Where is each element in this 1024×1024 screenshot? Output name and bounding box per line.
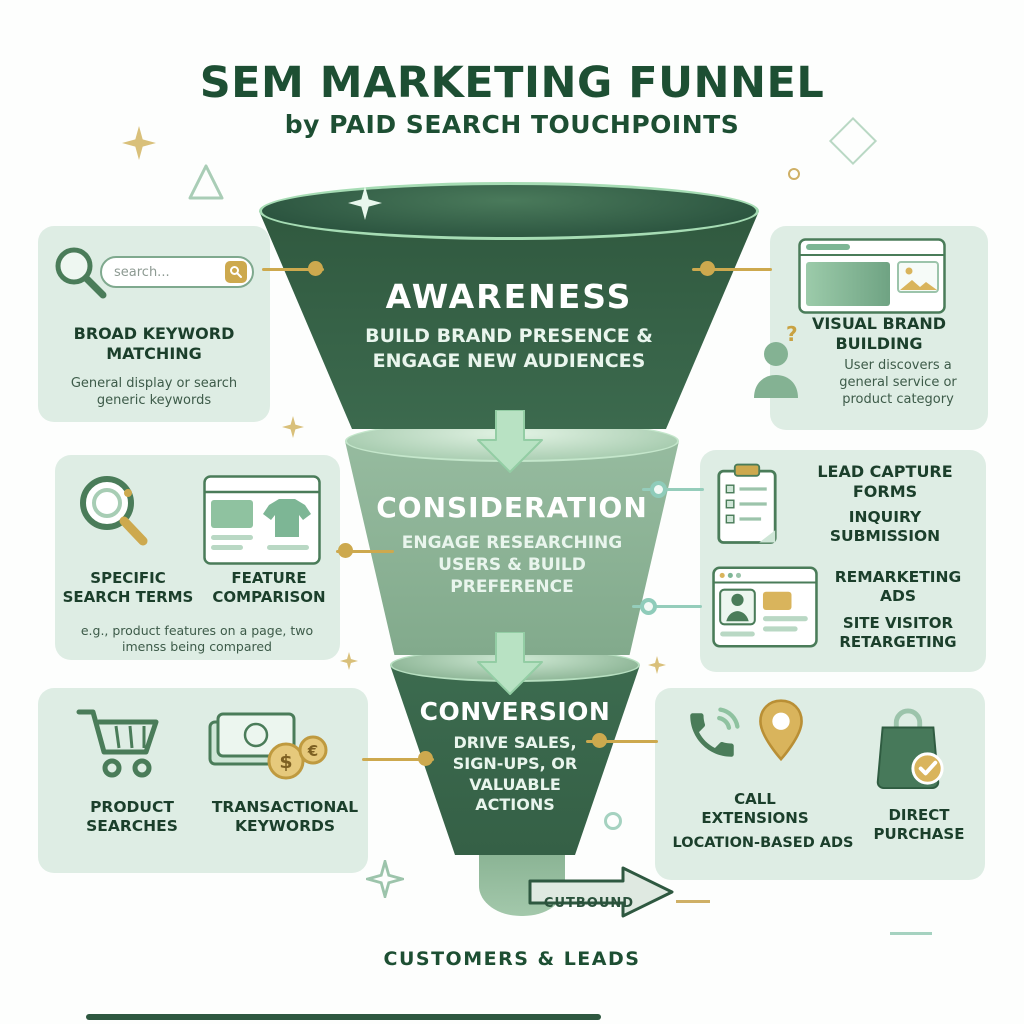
decor-sparkle-icon — [348, 186, 382, 220]
magnifier-icon — [55, 247, 107, 299]
connector-line — [362, 758, 434, 761]
connector-dot — [338, 543, 353, 558]
card-broad-keyword-matching: search... BROAD KEYWORD MATCHING General… — [38, 226, 270, 422]
remarketing-ad-icon — [712, 566, 818, 648]
connector-line — [692, 268, 772, 271]
card-title: TRANSACTIONAL KEYWORDS — [211, 798, 359, 836]
funnel-stage-awareness: AWARENESS BUILD BRAND PRESENCE & ENGAGE … — [259, 211, 759, 429]
connector-ring — [650, 481, 667, 498]
connector-line — [586, 740, 658, 743]
card-title: LEAD CAPTURE FORMS — [817, 462, 953, 501]
euro-coin-glyph: € — [307, 742, 318, 760]
shopping-cart-icon — [76, 709, 159, 778]
card-description: General display or search generic keywor… — [70, 376, 238, 408]
card-description: User discovers a general service or prod… — [839, 358, 957, 407]
money-icon: $ € — [208, 712, 328, 780]
decor-circle-icon — [604, 812, 622, 830]
decor-sparkle-icon — [340, 652, 358, 670]
card-conversion-touchpoints: CALL EXTENSIONS LOCATION-BASED ADS DIREC… — [655, 688, 985, 880]
stage-title: CONVERSION — [419, 697, 611, 726]
card-lead-capture-remarketing: LEAD CAPTURE FORMS INQUIRY SUBMISSION RE… — [700, 450, 986, 672]
decor-star-outline-icon — [366, 860, 404, 898]
card-title: REMARKETING ADS — [834, 568, 962, 606]
stage-title: CONSIDERATION — [376, 491, 648, 524]
bottom-label: CUSTOMERS & LEADS — [383, 948, 641, 970]
decor-sparkle-icon — [648, 656, 666, 674]
page-title: SEM MARKETING FUNNEL — [199, 58, 825, 108]
decor-bottom-bar — [86, 1014, 601, 1020]
card-title: DIRECT PURCHASE — [873, 806, 965, 843]
question-mark: ? — [786, 322, 798, 346]
magnifier-icon — [80, 476, 148, 546]
connector-dot — [592, 733, 607, 748]
connector-ring — [640, 598, 657, 615]
stage-description: DRIVE SALES, SIGN-UPS, OR VALUABLE ACTIO… — [452, 733, 578, 815]
decor-triangle-icon — [188, 164, 224, 200]
funnel-stage-consideration: CONSIDERATION ENGAGE RESEARCHING USERS &… — [345, 441, 679, 655]
connector-line — [336, 550, 394, 553]
dollar-coin-glyph: $ — [279, 751, 292, 773]
card-title: INQUIRY SUBMISSION — [829, 508, 941, 546]
card-title: SITE VISITOR RETARGETING — [839, 614, 957, 651]
connector-line — [262, 268, 324, 271]
comparison-browser-icon — [203, 475, 321, 565]
phone-call-icon — [690, 707, 740, 757]
display-ad-browser-icon — [798, 238, 946, 314]
connector-line — [632, 605, 702, 608]
outbound-arrow-icon — [528, 866, 674, 918]
connector-dot — [700, 261, 715, 276]
card-visual-brand-building: VISUAL BRAND BUILDING ? User discovers a… — [754, 226, 988, 430]
stage-description: BUILD BRAND PRESENCE & ENGAGE NEW AUDIEN… — [365, 325, 653, 372]
card-title: PRODUCT SEARCHES — [86, 798, 178, 836]
card-description: e.g., product features on a page, two im… — [80, 623, 314, 655]
card-product-transactional: $ € PRODUCT SEARCHES TRANSACTIONAL KEYWO… — [38, 688, 368, 873]
arrow-down-icon — [477, 410, 543, 473]
connector-line — [642, 488, 704, 491]
card-title: BROAD KEYWORD MATCHING — [73, 324, 235, 363]
search-placeholder: search... — [114, 264, 170, 280]
lead-form-clipboard-icon — [717, 463, 777, 544]
location-pin-icon — [759, 699, 803, 762]
decor-dash — [890, 932, 932, 935]
decor-dash — [676, 900, 710, 903]
card-specific-search-feature-comparison: SPECIFIC SEARCH TERMS FEATURE COMPARISON… — [55, 455, 340, 660]
search-button-icon — [225, 261, 247, 283]
shopping-bag-check-icon — [876, 708, 944, 790]
decor-sparkle-icon — [282, 416, 304, 438]
outflow-label: CUTBOUND — [543, 896, 635, 911]
card-title: SPECIFIC SEARCH TERMS — [62, 569, 194, 606]
decor-circle-icon — [788, 168, 800, 180]
connector-dot — [418, 751, 433, 766]
funnel-rim — [259, 182, 759, 240]
card-title: CALL EXTENSIONS — [701, 790, 809, 827]
decor-sparkle-icon — [122, 126, 156, 160]
stage-title: AWARENESS — [385, 277, 633, 316]
search-bar: search... — [100, 256, 254, 288]
card-title: FEATURE COMPARISON — [212, 569, 326, 606]
arrow-down-icon — [477, 632, 543, 695]
page-subtitle: by PAID SEARCH TOUCHPOINTS — [284, 110, 740, 139]
connector-dot — [308, 261, 323, 276]
person-icon — [754, 342, 798, 398]
stage-description: ENGAGE RESEARCHING USERS & BUILD PREFERE… — [401, 533, 623, 598]
card-title: LOCATION-BASED ADS — [672, 835, 854, 851]
card-title: VISUAL BRAND BUILDING — [811, 314, 947, 353]
